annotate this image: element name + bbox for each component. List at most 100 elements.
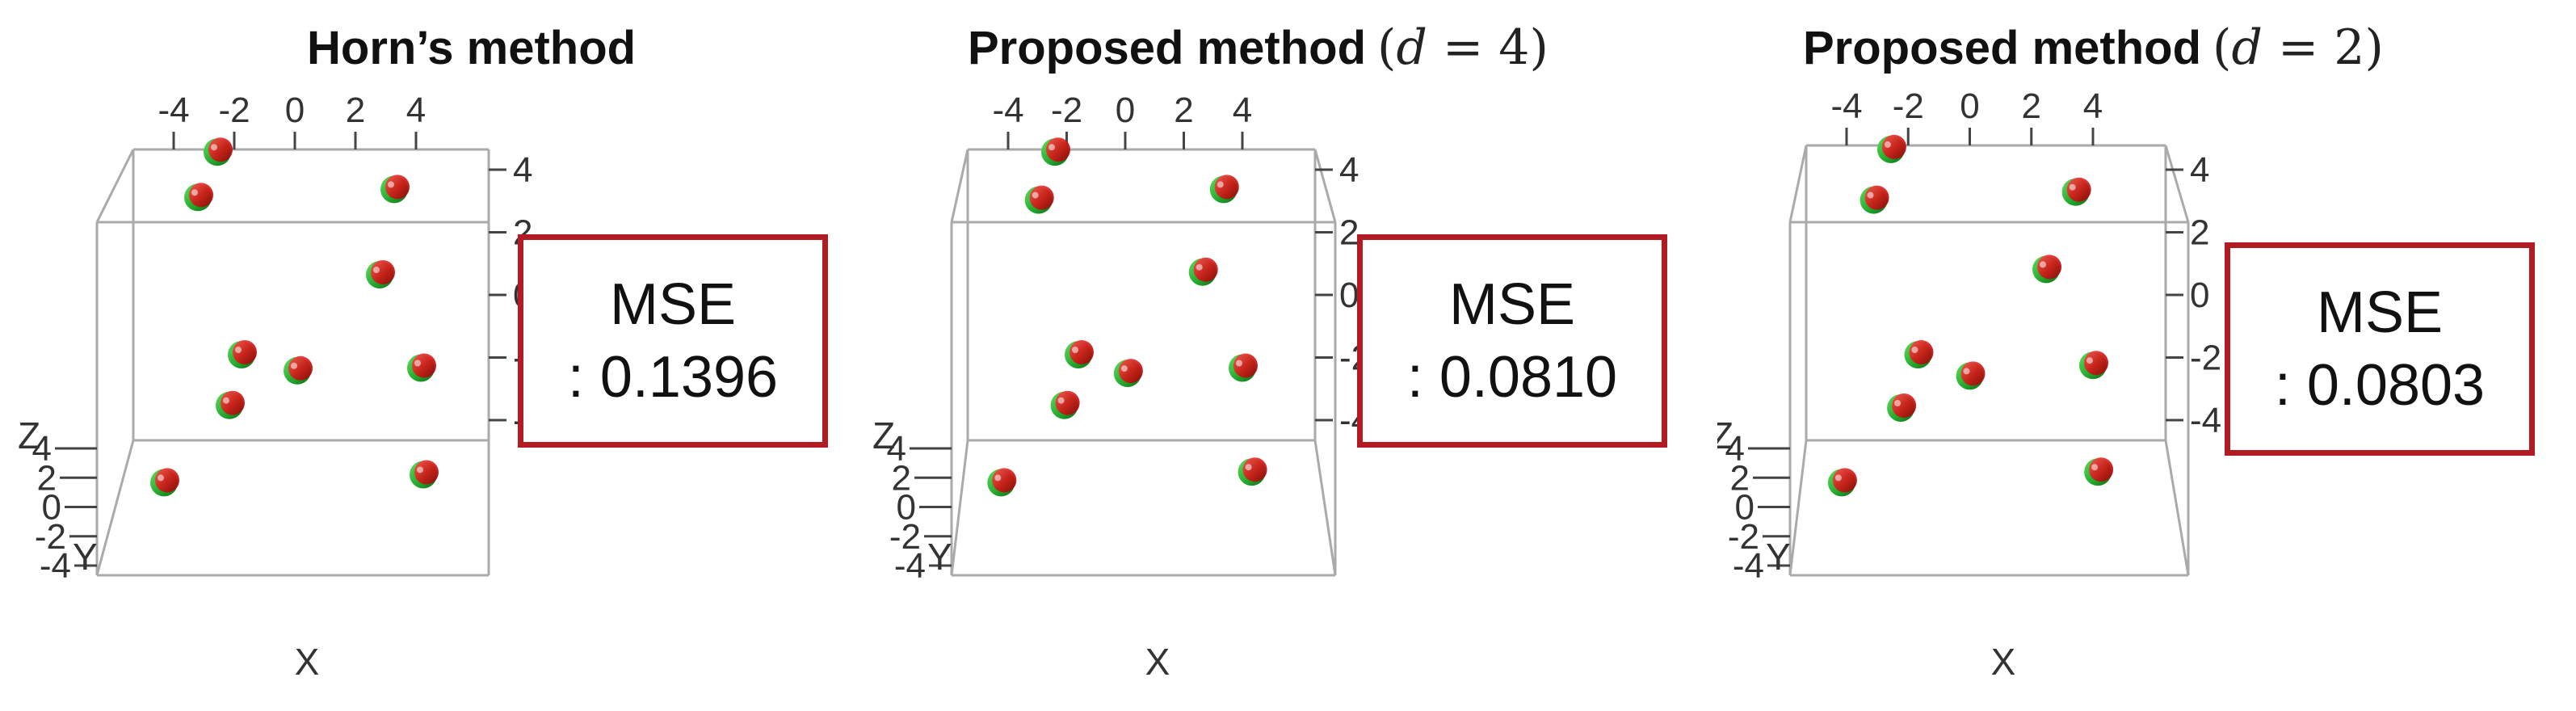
chart-title-text: Proposed method [1803, 22, 2202, 74]
box-edge [950, 440, 969, 576]
z-axis-label: Z [872, 414, 895, 456]
mse-value: : 0.0803 [2274, 353, 2486, 418]
point-marker-red [2037, 255, 2062, 280]
point-marker-red [1242, 457, 1267, 482]
point-highlight [223, 397, 229, 404]
point-marker-red [1193, 257, 1218, 282]
z-axis-label: Z [1717, 414, 1733, 456]
data-point [1876, 134, 1906, 163]
z-tick-label: 4 [2190, 150, 2209, 190]
point-marker-red [1864, 185, 1889, 210]
point-marker-red [1832, 468, 1857, 493]
y-axis-label: Y [1766, 536, 1791, 578]
y-tick-label: 4 [887, 429, 906, 469]
point-highlight [1245, 464, 1252, 471]
mse-label: MSE [1448, 272, 1576, 337]
point-highlight [2069, 183, 2076, 191]
x-axis-label: X [1991, 641, 2016, 683]
x-tick-label: -4 [992, 90, 1023, 130]
z-tick-label: 0 [1339, 276, 1359, 315]
data-point [987, 468, 1017, 497]
point-highlight [2086, 357, 2093, 364]
x-tick-label: 0 [285, 90, 305, 130]
box-edge [2164, 440, 2190, 576]
point-marker-red [1892, 393, 1917, 418]
point-highlight [1834, 474, 1842, 482]
point-highlight [1963, 368, 1970, 375]
point-marker-red [1046, 137, 1070, 162]
x-tick-label: -2 [1051, 90, 1082, 130]
chart-title: Proposed method(d = 2) [1803, 19, 2384, 76]
data-point [1860, 185, 1889, 214]
point-highlight [417, 466, 423, 473]
point-highlight [1032, 191, 1039, 199]
box-edge [2164, 145, 2190, 223]
mse-label: MSE [2316, 280, 2444, 345]
x-tick-label: 2 [346, 90, 365, 130]
data-point [1827, 468, 1857, 497]
chart-title-math: (d = 4) [1377, 19, 1549, 76]
point-highlight [1236, 360, 1242, 367]
box-edge [1788, 145, 1808, 223]
point-highlight [994, 474, 1002, 482]
point-highlight [388, 181, 394, 188]
x-tick-label: -2 [218, 90, 250, 130]
point-marker-red [1214, 175, 1239, 200]
data-point [1188, 257, 1218, 286]
data-point [204, 137, 233, 166]
data-point [1024, 185, 1054, 214]
point-highlight [2040, 261, 2047, 268]
point-marker-red [288, 356, 313, 381]
y-tick-label: -4 [1733, 546, 1764, 586]
chart-title-math-open: ( [1377, 19, 1397, 76]
chart-title-text: Horn’s method [307, 22, 637, 74]
x-tick-label: 2 [1174, 90, 1193, 130]
point-highlight [1867, 191, 1874, 199]
point-marker-red [1029, 185, 1054, 210]
point-marker-red [189, 183, 213, 208]
chart-title: Horn’s method [307, 19, 647, 76]
point-highlight [1048, 144, 1055, 151]
data-point [1113, 359, 1143, 388]
data-point [1956, 361, 1986, 390]
mse-value: : 0.0810 [1406, 345, 1618, 410]
y-tick-label: 2 [892, 458, 911, 498]
chart-title-math-var: d [2231, 19, 2263, 76]
data-point [407, 353, 436, 382]
z-tick-label: 4 [513, 150, 532, 190]
point-marker-red [385, 175, 410, 200]
data-point [228, 340, 257, 368]
y-tick-label: -4 [40, 546, 71, 586]
point-highlight [291, 362, 297, 369]
box-edge [950, 149, 969, 223]
x-tick-label: 0 [1116, 90, 1135, 130]
data-point [2079, 351, 2108, 380]
x-axis-label: X [1145, 641, 1170, 683]
y-tick-label: -4 [894, 546, 926, 586]
point-marker-red [414, 460, 439, 485]
point-highlight [2091, 464, 2099, 471]
data-point [1238, 457, 1267, 486]
point-marker-red [1118, 359, 1143, 384]
point-highlight [191, 189, 198, 196]
mse-label: MSE [609, 272, 737, 337]
point-marker-red [221, 390, 245, 415]
point-marker-red [2089, 457, 2114, 482]
data-point [150, 468, 179, 497]
mse-annotation-box: MSE : 0.1396 [518, 234, 828, 448]
box-edge [1313, 149, 1337, 223]
x-tick-label: 4 [1233, 90, 1252, 130]
data-point [380, 175, 410, 204]
point-highlight [158, 474, 164, 482]
x-tick-label: 2 [2022, 86, 2041, 126]
point-highlight [1911, 347, 1918, 353]
y-tick-label: 0 [1735, 488, 1754, 528]
point-highlight [414, 360, 421, 367]
data-point [1209, 175, 1239, 204]
point-highlight [211, 144, 217, 151]
point-marker-red [371, 260, 395, 284]
